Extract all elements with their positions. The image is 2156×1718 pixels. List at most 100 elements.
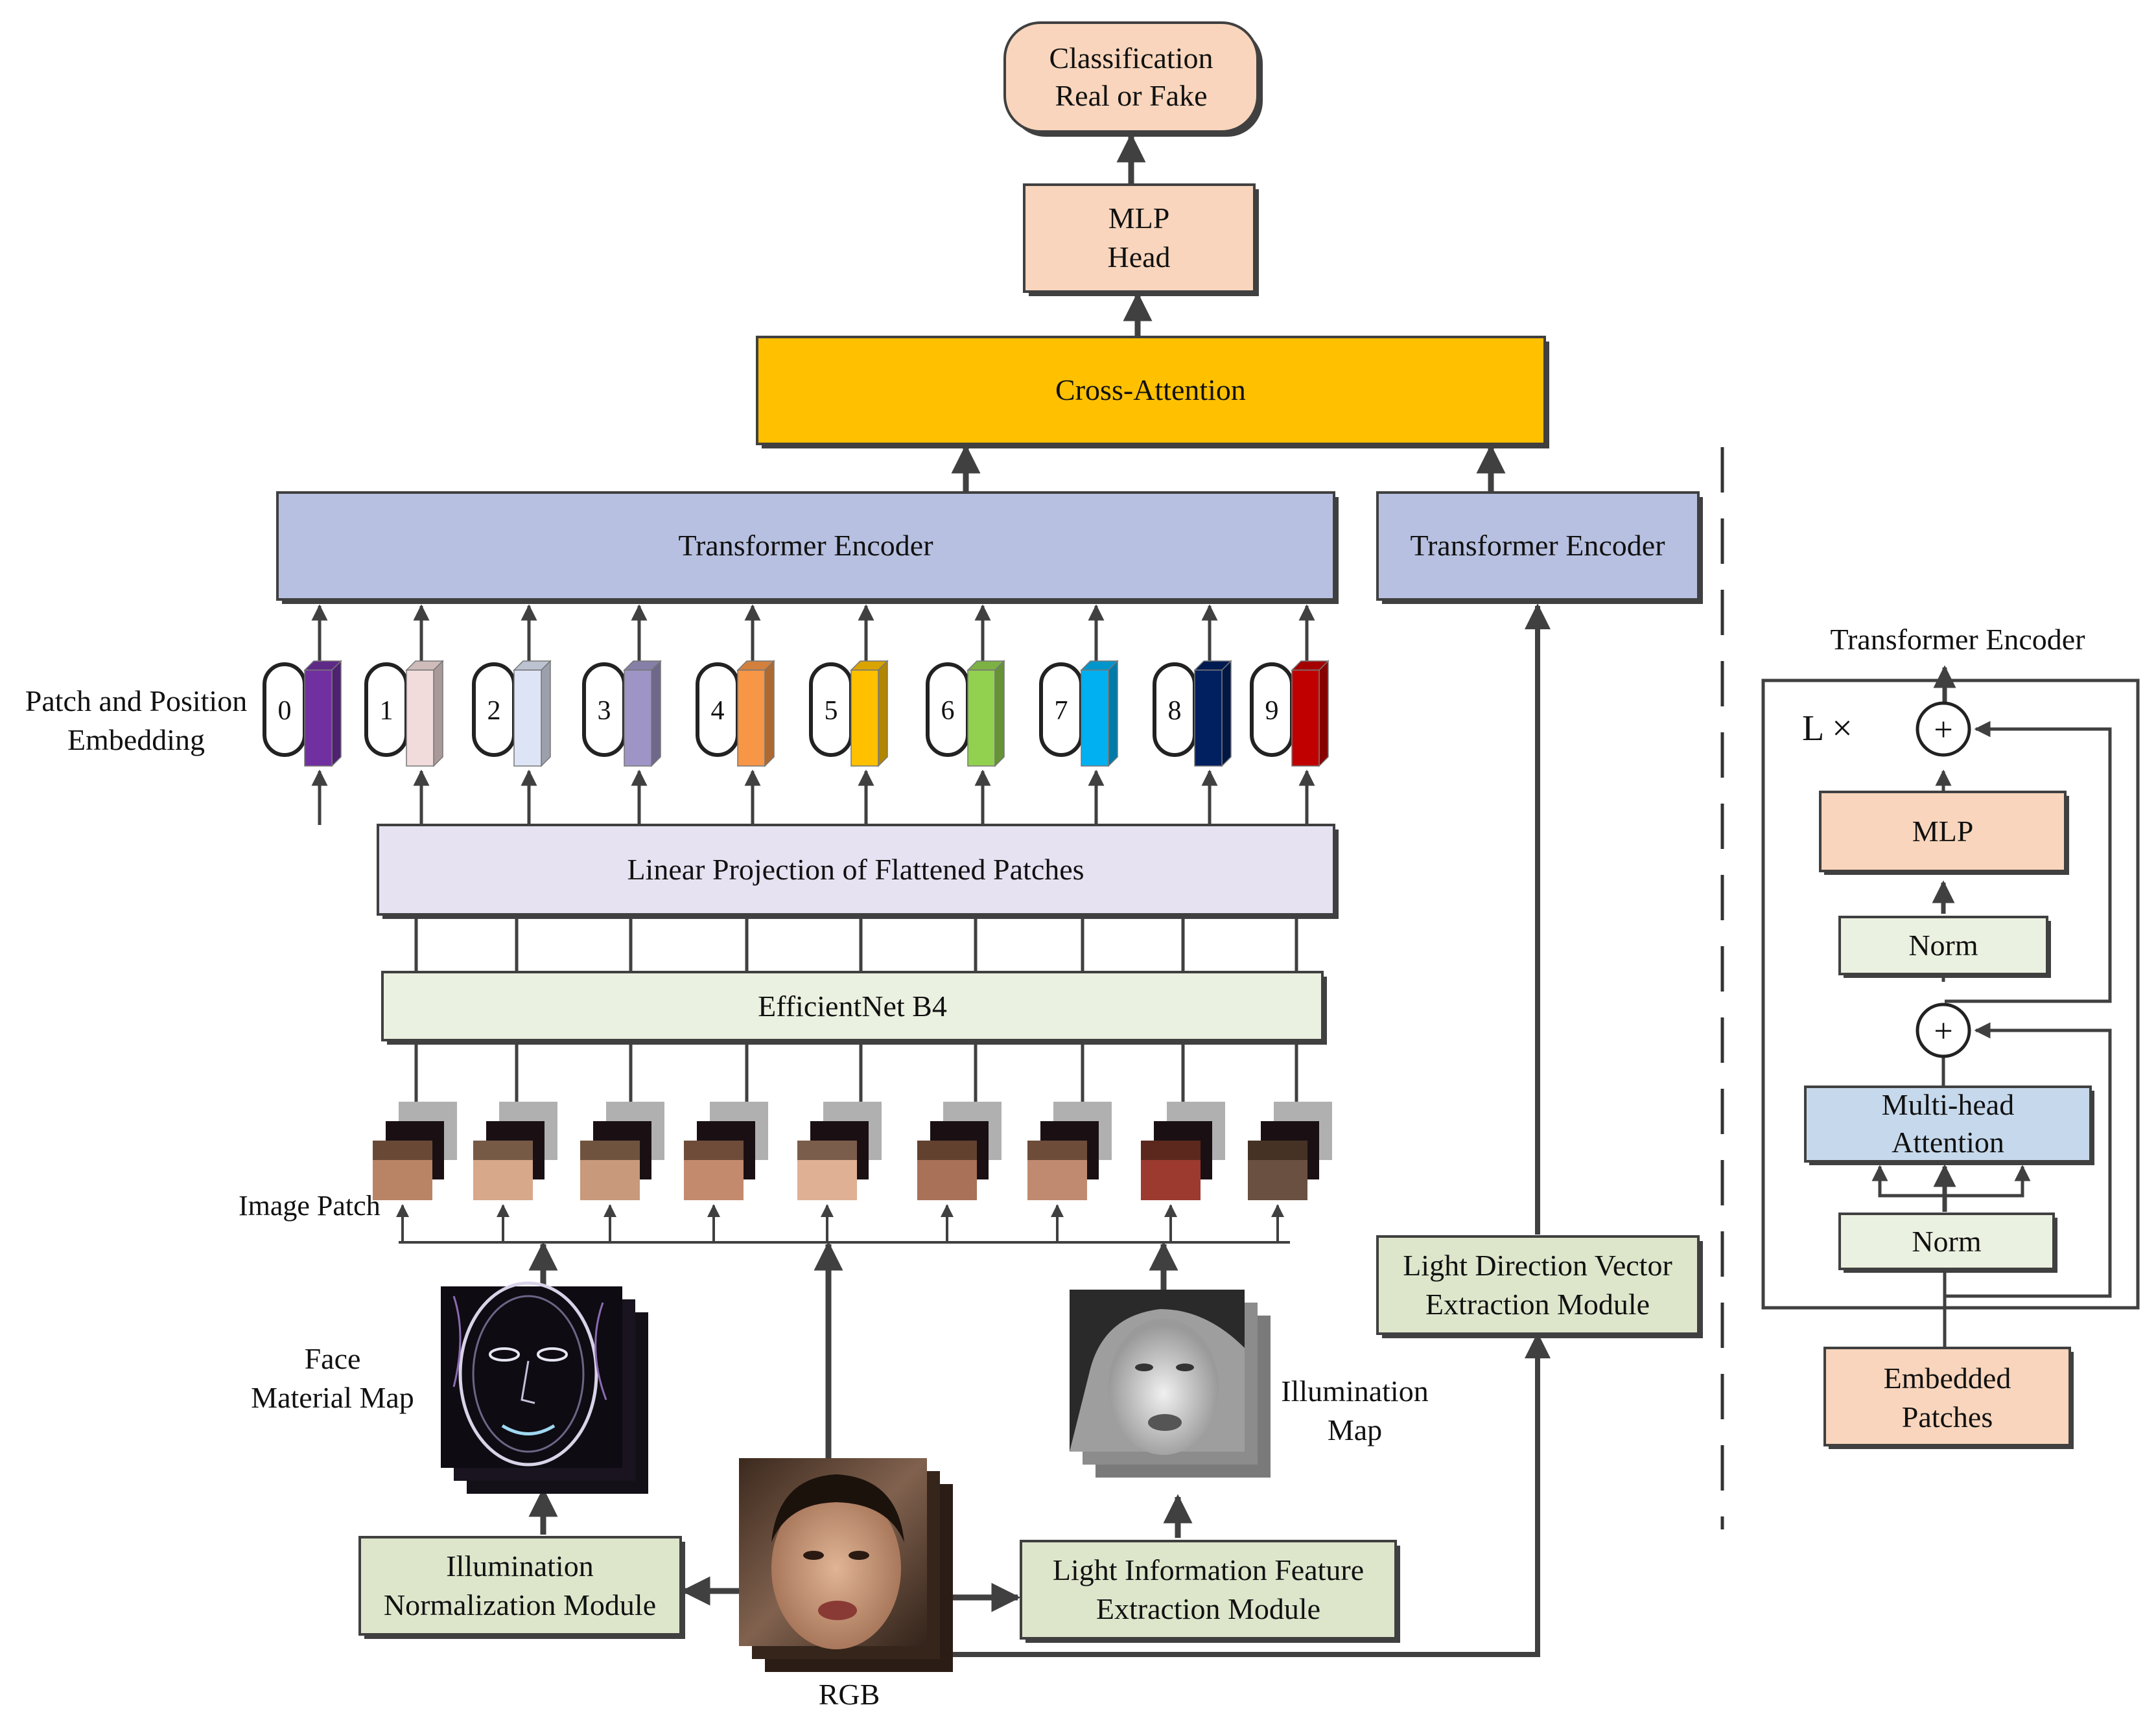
mlp-head-line2: Head (1107, 240, 1170, 273)
cross-attention-label: Cross-Attention (1055, 373, 1246, 406)
illumination-map-line1: Illumination (1281, 1375, 1428, 1408)
image-patch-thumbnail (1027, 1102, 1112, 1200)
patch-embedding-side-4 (764, 660, 775, 767)
cross-attention-box: Cross-Attention (756, 336, 1549, 448)
encoder-norm-top-label: Norm (1908, 929, 1978, 962)
position-index-0: 0 (278, 696, 292, 726)
patch-embedding-3 (624, 669, 652, 767)
image-patch-thumbnail (473, 1102, 557, 1200)
embedding-tokens: 0 1 2 3 4 5 6 7 8 9 (263, 660, 1330, 767)
illum-norm-line1: Illumination (446, 1550, 593, 1583)
embedding-label-line2: Embedding (67, 723, 205, 756)
patch-embedding-side-5 (878, 660, 888, 767)
image-patches (373, 1102, 1332, 1200)
image-patch-thumbnail (580, 1102, 664, 1200)
linear-projection-label: Linear Projection of Flattened Patches (627, 853, 1084, 886)
patch-embedding-4 (737, 669, 766, 767)
mlp-head-line1: MLP (1108, 202, 1170, 235)
light-direction-module: Light Direction Vector Extraction Module (1376, 1235, 1703, 1338)
patch-embedding-side-3 (651, 660, 661, 767)
patch-embedding-1 (406, 669, 434, 767)
encoder-detail-panel: Transformer Encoder L × + + MLP (1761, 623, 2140, 1449)
patch-embedding-7 (1081, 669, 1109, 767)
illum-norm-line2: Normalization Module (384, 1588, 656, 1621)
transformer-encoder-main: Transformer Encoder (276, 491, 1339, 604)
image-patch-thumbnail (1141, 1102, 1225, 1200)
add-circle-top (1916, 701, 1971, 757)
light-information-module: Light Information Feature Extraction Mod… (1020, 1540, 1400, 1643)
patch-embedding-0 (304, 669, 333, 767)
connector-lines (951, 133, 1506, 493)
position-index-9: 9 (1265, 696, 1279, 726)
encoder-detail-title: Transformer Encoder (1830, 623, 2085, 656)
position-index-1: 1 (380, 696, 393, 726)
patch-to-efficientnet-lines (414, 1043, 1298, 1102)
output-line1: Classification (1049, 41, 1213, 75)
transformer-encoder-side: Transformer Encoder (1376, 491, 1703, 604)
position-index-2: 2 (487, 696, 501, 726)
position-index-6: 6 (941, 696, 955, 726)
multi-head-attention-box (1804, 1085, 2092, 1163)
token-to-encoder-arrows (311, 604, 1315, 661)
efficientnet-box: EfficientNet B4 (381, 971, 1327, 1045)
position-index-8: 8 (1168, 696, 1182, 726)
repeat-label: L × (1802, 708, 1853, 749)
image-patch-thumbnail (373, 1102, 457, 1200)
face-material-line2: Material Map (251, 1381, 414, 1414)
patch-embedding-2 (513, 669, 542, 767)
patch-embedding-6 (967, 669, 996, 767)
patch-embedding-9 (1291, 669, 1320, 767)
output-box: Classification Real or Fake (1003, 21, 1263, 137)
efficientnet-label: EfficientNet B4 (758, 990, 947, 1023)
patch-embedding-side-2 (541, 660, 551, 767)
encoder-norm-bottom-box (1838, 1213, 2055, 1270)
patch-embedding-side-1 (433, 660, 443, 767)
lower-connectors (399, 603, 1551, 1657)
rgb-face-image (739, 1458, 953, 1672)
position-index-4: 4 (711, 696, 725, 726)
linear-projection-box: Linear Projection of Flattened Patches (377, 824, 1339, 919)
position-index-3: 3 (598, 696, 611, 726)
patch-embedding-side-7 (1108, 660, 1118, 767)
encoder-mlp-box (1819, 791, 2067, 872)
position-index-5: 5 (825, 696, 838, 726)
encoder-mlp-label: MLP (1912, 815, 1974, 848)
patch-embedding-side-8 (1221, 660, 1232, 767)
efficientnet-projection-lines (414, 919, 1298, 972)
embedding-label-line1: Patch and Position (25, 684, 247, 717)
mlp-head-box: MLP Head (1023, 183, 1259, 296)
patch-bus-arrows (396, 1204, 1284, 1242)
output-line2: Real or Fake (1055, 79, 1207, 112)
rgb-label: RGB (819, 1678, 880, 1711)
attention-line2: Attention (1892, 1126, 2004, 1159)
patch-embedding-5 (850, 669, 879, 767)
illumination-map-line2: Map (1328, 1413, 1382, 1446)
add-symbol-top: + (1934, 712, 1952, 749)
patch-embedding-side-6 (994, 660, 1005, 767)
position-index-7: 7 (1055, 696, 1068, 726)
patch-embedding-side-9 (1318, 660, 1329, 767)
transformer-main-label: Transformer Encoder (678, 529, 933, 562)
light-info-line1: Light Information Feature (1053, 1553, 1364, 1586)
patch-embedding-8 (1194, 669, 1223, 767)
patch-embedding-side-0 (331, 660, 342, 767)
face-material-map-image (441, 1281, 648, 1494)
image-patch-thumbnail (797, 1102, 882, 1200)
illumination-normalization-module: Illumination Normalization Module (358, 1536, 685, 1639)
light-dir-line1: Light Direction Vector (1403, 1249, 1672, 1282)
illumination-map-image (1070, 1290, 1271, 1478)
add-circle-bottom (1916, 1003, 1971, 1058)
face-material-line1: Face (305, 1342, 361, 1375)
projection-to-token-arrows (311, 769, 1315, 825)
light-dir-line2: Extraction Module (1425, 1288, 1650, 1321)
image-patch-label: Image Patch (239, 1190, 381, 1222)
embedded-line1: Embedded (1884, 1362, 2011, 1395)
embedded-patches-box (1823, 1347, 2071, 1446)
light-info-line2: Extraction Module (1096, 1592, 1320, 1625)
add-symbol-bottom: + (1934, 1013, 1952, 1050)
transformer-side-label: Transformer Encoder (1410, 529, 1665, 562)
encoder-norm-bottom-label: Norm (1912, 1225, 1982, 1258)
encoder-norm-top-box (1838, 916, 2048, 975)
attention-line1: Multi-head (1882, 1088, 2014, 1121)
